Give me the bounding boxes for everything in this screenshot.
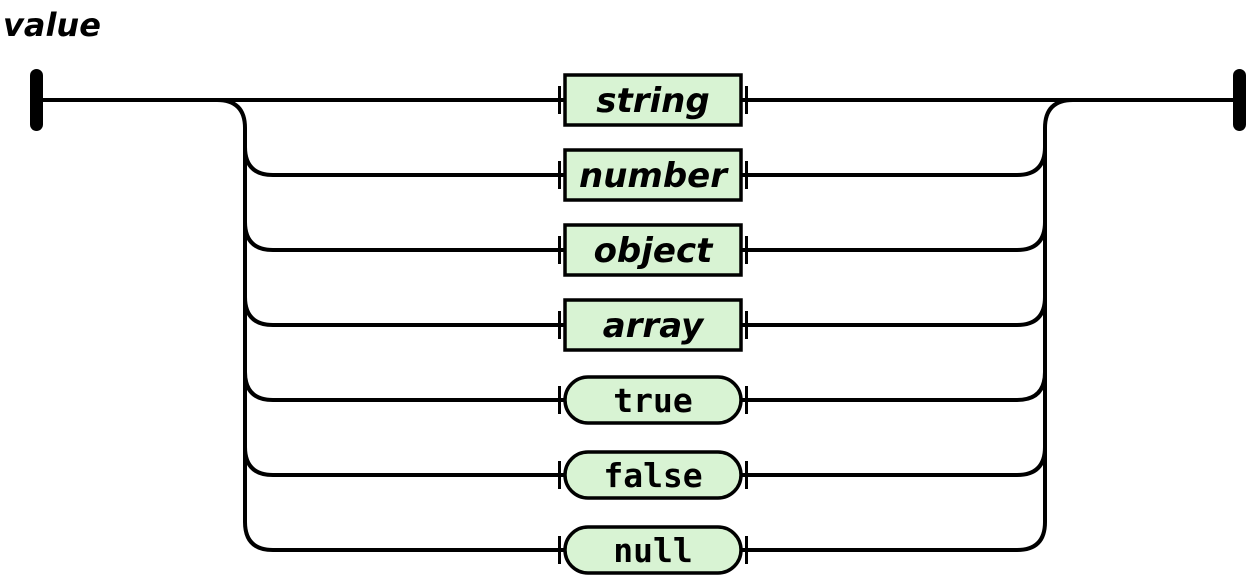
node-null: null bbox=[563, 525, 743, 575]
node-false-pill bbox=[563, 450, 743, 500]
node-number-label: number bbox=[579, 156, 729, 196]
node-array-box bbox=[563, 298, 743, 352]
node-string-label: string bbox=[596, 81, 709, 121]
node-array-label: array bbox=[603, 306, 705, 346]
node-number: number bbox=[563, 148, 743, 202]
right-merge-rail bbox=[1016, 98, 1074, 552]
node-object-label: object bbox=[594, 231, 715, 271]
node-false: false bbox=[563, 450, 743, 500]
node-true-label: true bbox=[613, 381, 692, 420]
right-curve-row5 bbox=[1016, 371, 1047, 402]
rail-ticks bbox=[558, 86, 748, 564]
node-null-pill bbox=[563, 525, 743, 575]
left-curve-row4 bbox=[243, 296, 274, 327]
node-string-box bbox=[563, 73, 743, 127]
left-curve-row6 bbox=[243, 446, 274, 477]
right-curve-row4 bbox=[1016, 296, 1047, 327]
left-curve-row2 bbox=[243, 146, 274, 177]
left-curve-row5 bbox=[243, 371, 274, 402]
start-terminal-icon bbox=[30, 69, 43, 131]
diagram-title: value bbox=[3, 6, 101, 44]
node-number-box bbox=[563, 148, 743, 202]
node-array: array bbox=[563, 298, 743, 352]
left-branch-rail bbox=[216, 98, 274, 552]
left-curve-row3 bbox=[243, 221, 274, 252]
node-object-box bbox=[563, 223, 743, 277]
node-true-pill bbox=[563, 375, 743, 425]
node-string: string bbox=[563, 73, 743, 127]
node-false-label: false bbox=[603, 456, 702, 495]
right-curve-row6 bbox=[1016, 446, 1047, 477]
node-object: object bbox=[563, 223, 743, 277]
end-terminal-icon bbox=[1233, 69, 1246, 131]
node-true: true bbox=[563, 375, 743, 425]
node-null-label: null bbox=[613, 531, 692, 570]
right-curve-row3 bbox=[1016, 221, 1047, 252]
right-curve-row2 bbox=[1016, 146, 1047, 177]
